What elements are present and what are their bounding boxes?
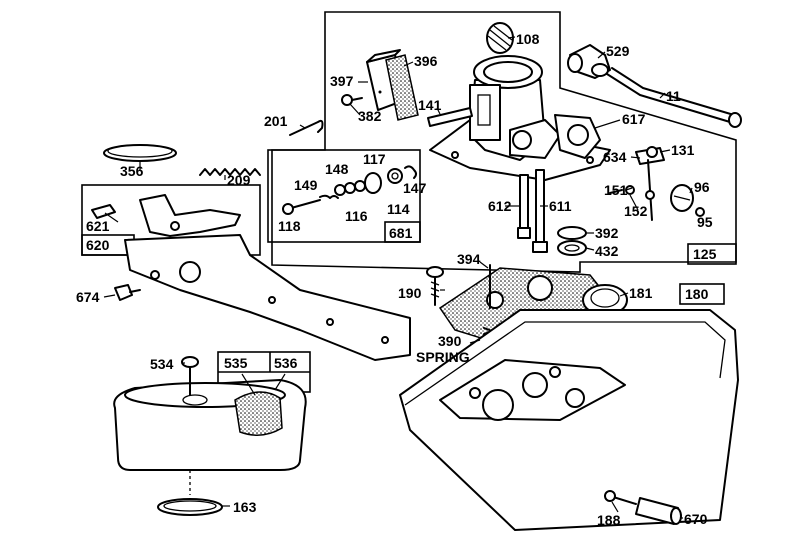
label-118: 118: [278, 218, 301, 234]
label-151: 151: [604, 182, 628, 198]
label-149: 149: [294, 177, 318, 193]
label-621: 621: [86, 218, 110, 234]
label-95: 95: [697, 214, 713, 230]
label-147: 147: [403, 180, 427, 196]
repair-kit-parts: [282, 165, 417, 215]
part-612-611-needle: [517, 169, 548, 253]
label-96: 96: [694, 179, 710, 195]
part-190-screw: [426, 266, 444, 306]
label-131: 131: [671, 142, 695, 158]
label-114: 114: [387, 201, 410, 217]
part-634-131-choke-lever: [635, 146, 665, 221]
label-163: 163: [233, 499, 257, 515]
label-396: 396: [414, 53, 438, 69]
label-11: 11: [666, 88, 681, 104]
label-390: 390: [438, 333, 462, 349]
part-535-filter: [234, 391, 283, 436]
label-534: 534: [150, 356, 174, 372]
label-397: 397: [330, 73, 354, 89]
part-670-tube: [635, 497, 682, 525]
carburetor-body: [429, 55, 611, 181]
label-181: 181: [629, 285, 653, 301]
label-382: 382: [358, 108, 382, 124]
label-148: 148: [325, 161, 349, 177]
label-612: 612: [488, 198, 512, 214]
label-611: 611: [549, 198, 572, 214]
part-96-95-valve: [670, 184, 705, 217]
part-108-screw: [486, 22, 514, 54]
box-681: [384, 221, 421, 243]
label-356: 356: [120, 163, 144, 179]
part-180-fuel-tank: [399, 309, 739, 531]
part-188-screw: [604, 490, 637, 505]
label-180: 180: [685, 286, 709, 302]
part-674-bolt: [114, 284, 141, 301]
label-201: 201: [264, 113, 288, 129]
label-108: 108: [516, 31, 540, 47]
label-529: 529: [606, 43, 630, 59]
label-535: 535: [224, 355, 248, 371]
label-117: 117: [363, 151, 386, 167]
label-141: 141: [418, 97, 442, 113]
part-396-gasket: [385, 54, 419, 121]
label-620: 620: [86, 237, 110, 253]
repair-kit-frame: [267, 149, 421, 243]
label-670: 670: [684, 511, 708, 527]
label-674: 674: [76, 289, 100, 305]
part-201-link: [289, 119, 324, 136]
box-125: [687, 243, 737, 265]
label-392: 392: [595, 225, 619, 241]
part-356-ring: [103, 144, 177, 162]
part-392-432-washers: [557, 226, 587, 256]
label-116: 116: [345, 208, 368, 224]
label-spring: SPRING: [416, 349, 470, 365]
label-190: 190: [398, 285, 422, 301]
part-163-ring: [157, 470, 223, 516]
label-681: 681: [389, 225, 413, 241]
part-382-screw: [341, 94, 363, 106]
part-620-control-plate: [124, 234, 411, 361]
part-621-bracket: [91, 194, 241, 237]
label-634: 634: [603, 149, 627, 165]
label-209: 209: [227, 172, 251, 188]
label-152: 152: [624, 203, 648, 219]
label-617: 617: [622, 111, 646, 127]
label-188: 188: [597, 512, 621, 528]
label-125: 125: [693, 246, 717, 262]
box-180: [679, 283, 725, 305]
part-209-spring: [199, 168, 261, 176]
part-529-elbow: [567, 44, 611, 79]
part-534-screw: [181, 356, 199, 396]
part-141-shaft: [427, 107, 473, 127]
label-394: 394: [457, 251, 481, 267]
label-432: 432: [595, 243, 619, 259]
label-536: 536: [274, 355, 298, 371]
part-11-fuel-pipe: [606, 67, 742, 128]
